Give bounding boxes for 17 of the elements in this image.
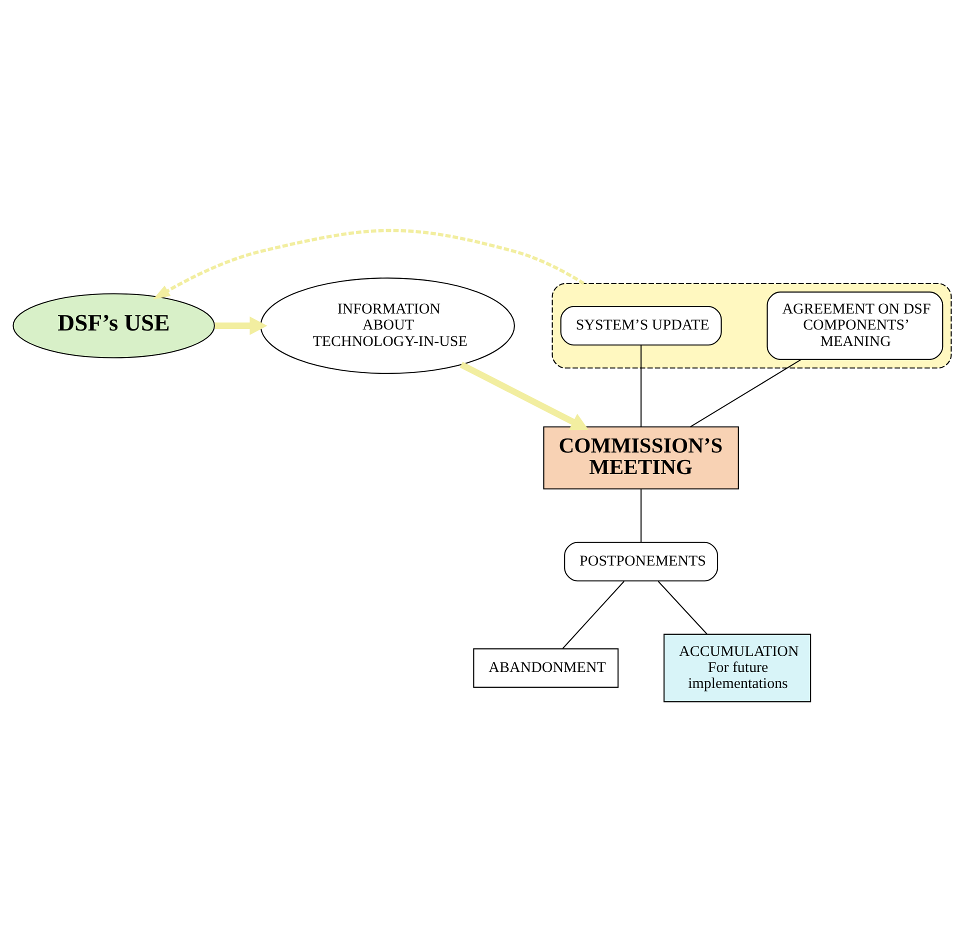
connector [658, 580, 708, 635]
node-ellipse: DSF’s USE [12, 293, 215, 358]
connector [640, 489, 642, 542]
node-box: ACCUMULATION For future implementations [664, 634, 812, 702]
cluster [552, 282, 952, 369]
node-box: SYSTEM’S UPDATE [560, 306, 722, 346]
node-box: POSTPONEMENTS [564, 542, 718, 582]
node-ellipse: INFORMATION ABOUT TECHNOLOGY-IN-USE [260, 278, 515, 374]
node-box: AGREEMENT ON DSF COMPONENTS’ MEANING [766, 292, 944, 360]
arrow [152, 228, 585, 300]
arrow [214, 316, 268, 335]
connector [690, 359, 802, 428]
connector [562, 580, 624, 649]
node-box: COMMISSION’S MEETING [543, 426, 739, 490]
arrow [460, 362, 589, 430]
node-box: ABANDONMENT [473, 648, 619, 688]
connector [640, 345, 642, 427]
